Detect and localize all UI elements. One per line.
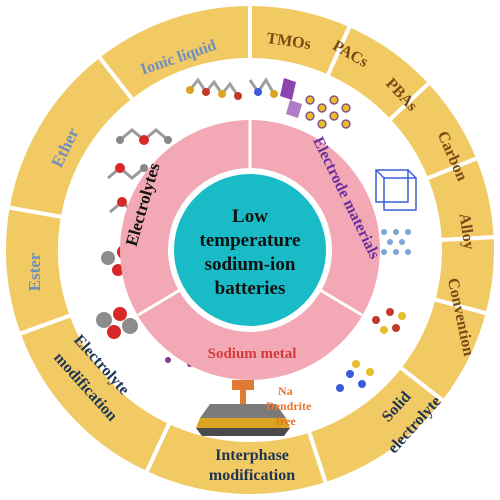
center-line-1: Low [232,206,268,227]
interphase-modification-label-1: Interphase [215,447,289,464]
middle-divider-left [137,288,181,317]
center-line-3: sodium-ion [205,254,296,275]
tmos-label: TMOs [265,30,311,53]
center-circle [174,174,326,326]
alloy-label: Alloy [456,212,478,250]
ester-label: Ester [25,252,44,291]
illustrations [96,77,417,436]
outer-segment-ether [5,53,136,220]
dendrite-note-line-3: free [276,414,296,428]
dendrite-free-note: Na Dendrite free [266,384,312,428]
dendrite-note-line-2: Dendrite [266,399,312,413]
center-line-2: temperature [200,230,301,251]
electrode-crystal-illustration [305,95,417,392]
sodium-metal-label: Sodium metal [208,346,297,362]
middle-divider-right [319,288,363,317]
interphase-modification-label-2: modification [209,467,295,484]
center-title: Low temperature sodium-ion batteries [200,206,301,299]
ionic-liquid-molecule-illustration [186,77,302,118]
center-line-4: batteries [215,278,286,299]
dendrite-note-line-1: Na [278,384,293,398]
